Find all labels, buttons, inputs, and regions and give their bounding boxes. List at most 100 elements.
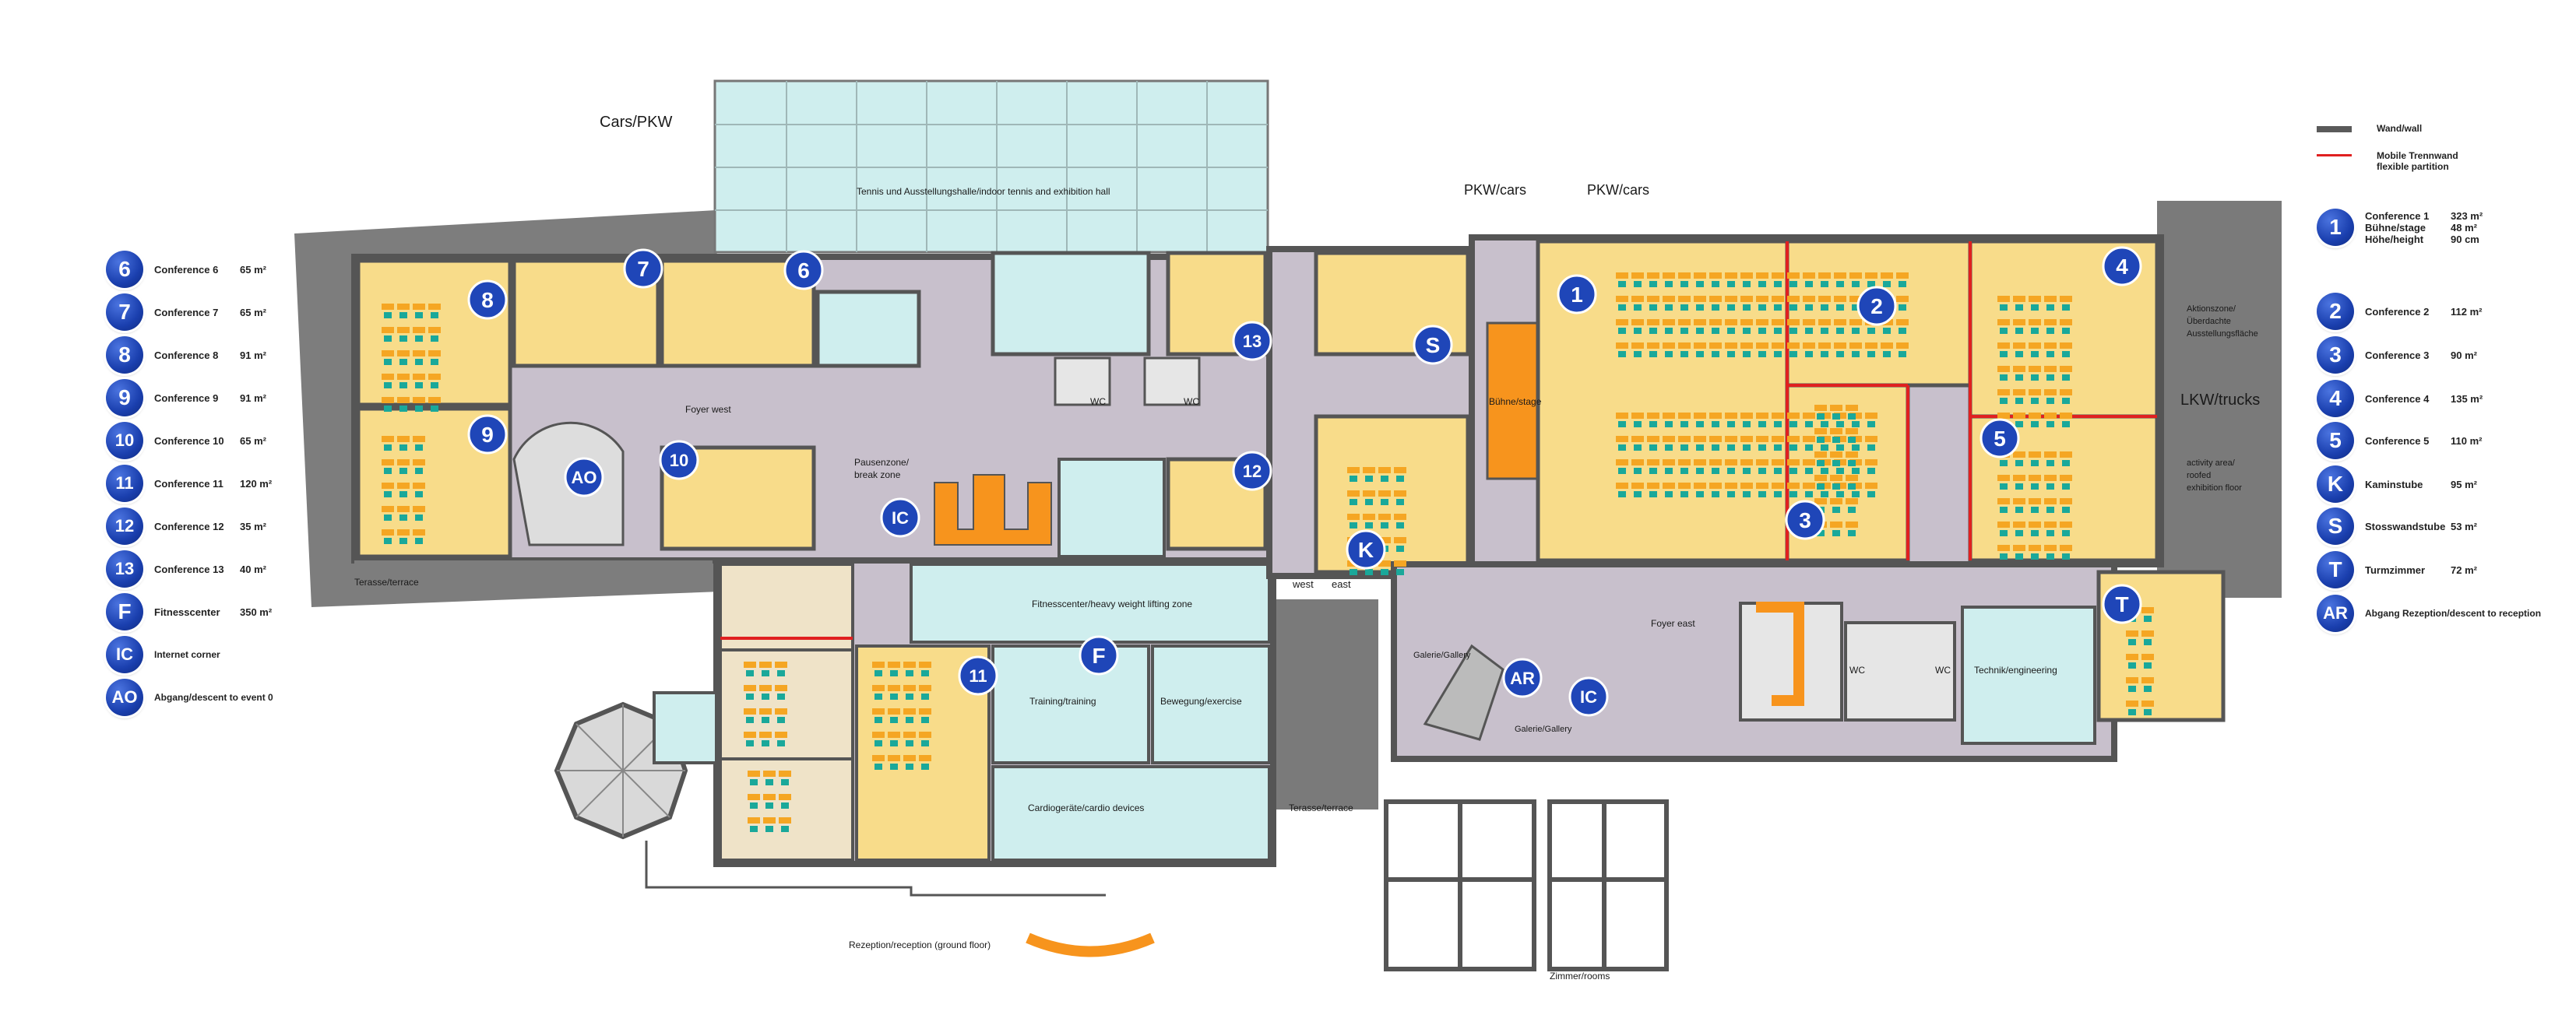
technik-room: [1961, 606, 2096, 745]
octagon-tower: [554, 691, 718, 840]
table: [1709, 413, 1722, 419]
legend-name: Abgang Rezeption/descent to reception: [2365, 608, 2542, 619]
chair: [1381, 522, 1388, 529]
chair: [1774, 491, 1782, 497]
chair: [1618, 468, 1626, 474]
chair: [1883, 328, 1891, 334]
chair: [1821, 328, 1828, 334]
table: [2126, 630, 2138, 637]
table: [1347, 467, 1360, 473]
chair: [2128, 639, 2136, 645]
chair: [1852, 468, 1860, 474]
chair: [2031, 328, 2039, 334]
chair: [1836, 444, 1844, 451]
table: [1678, 272, 1691, 279]
table: [748, 817, 760, 824]
chair: [1832, 483, 1840, 490]
table: [382, 483, 394, 489]
chair: [2062, 460, 2070, 466]
chair: [1696, 468, 1704, 474]
table: [1997, 389, 2010, 395]
chair: [2128, 709, 2136, 715]
chair: [1634, 468, 1642, 474]
map-badge-label: AO: [572, 468, 597, 487]
wall-swatch: [2317, 126, 2352, 132]
chair: [1836, 304, 1844, 311]
map-badge-12: [1232, 451, 1272, 491]
chair: [1712, 421, 1719, 427]
chair: [1649, 468, 1657, 474]
chair: [2046, 553, 2054, 560]
table: [2060, 413, 2072, 419]
chair: [1832, 437, 1840, 443]
table: [1997, 498, 2010, 504]
cardio-room: [991, 765, 1271, 862]
table: [1363, 467, 1375, 473]
chair: [2000, 507, 2008, 513]
chair: [1696, 281, 1704, 287]
chair: [890, 764, 898, 770]
table: [1772, 319, 1784, 325]
rooms-grid: [1384, 799, 1669, 971]
chair: [1789, 351, 1797, 357]
chair: [762, 740, 769, 746]
chair: [1696, 328, 1704, 334]
chair: [1821, 351, 1828, 357]
table: [1725, 296, 1737, 302]
chair: [399, 406, 407, 412]
table: [1865, 483, 1877, 489]
table: [1663, 483, 1675, 489]
chair: [875, 764, 882, 770]
table: [1616, 319, 1628, 325]
chair: [762, 717, 769, 723]
table: [2141, 701, 2154, 707]
legend-area: 72 m²: [2451, 564, 2477, 576]
map-badge-ic: [880, 497, 920, 538]
chair: [921, 670, 929, 676]
table: [1378, 514, 1391, 520]
legend-area: 350 m²: [240, 606, 273, 618]
legend-area: 65 m²: [240, 306, 266, 318]
chair: [2128, 686, 2136, 692]
legend-badge: 4: [2317, 380, 2354, 417]
chair: [1867, 468, 1875, 474]
chair: [2046, 398, 2054, 404]
chair: [415, 359, 423, 365]
map-labels: Cars/PKW Tennis und Ausstellungshalle/in…: [354, 114, 2260, 982]
chair: [1396, 476, 1404, 482]
chair: [1665, 281, 1673, 287]
table: [1631, 319, 1644, 325]
table: [2044, 342, 2057, 349]
chair: [2015, 483, 2023, 490]
chair: [1817, 530, 1825, 536]
table: [1394, 467, 1406, 473]
table: [1772, 413, 1784, 419]
table: [1394, 560, 1406, 567]
table: [744, 708, 756, 715]
chair: [1832, 507, 1840, 513]
table: [872, 755, 885, 761]
chair: [1712, 281, 1719, 287]
chair: [1836, 351, 1844, 357]
table: [1347, 514, 1360, 520]
map-badge-1: [1557, 274, 1597, 314]
chair: [2031, 421, 2039, 427]
chair: [384, 406, 392, 412]
table: [1709, 459, 1722, 465]
legend-name: Conference 7: [154, 306, 219, 318]
chair: [1758, 328, 1766, 334]
chair: [431, 382, 438, 388]
chair: [1696, 444, 1704, 451]
chair: [415, 335, 423, 342]
chair: [2046, 304, 2054, 311]
table: [1803, 483, 1815, 489]
chair: [1727, 468, 1735, 474]
chair: [1821, 421, 1828, 427]
table: [1740, 436, 1753, 442]
table: [2141, 607, 2154, 613]
chair: [2144, 662, 2152, 669]
chair: [384, 382, 392, 388]
